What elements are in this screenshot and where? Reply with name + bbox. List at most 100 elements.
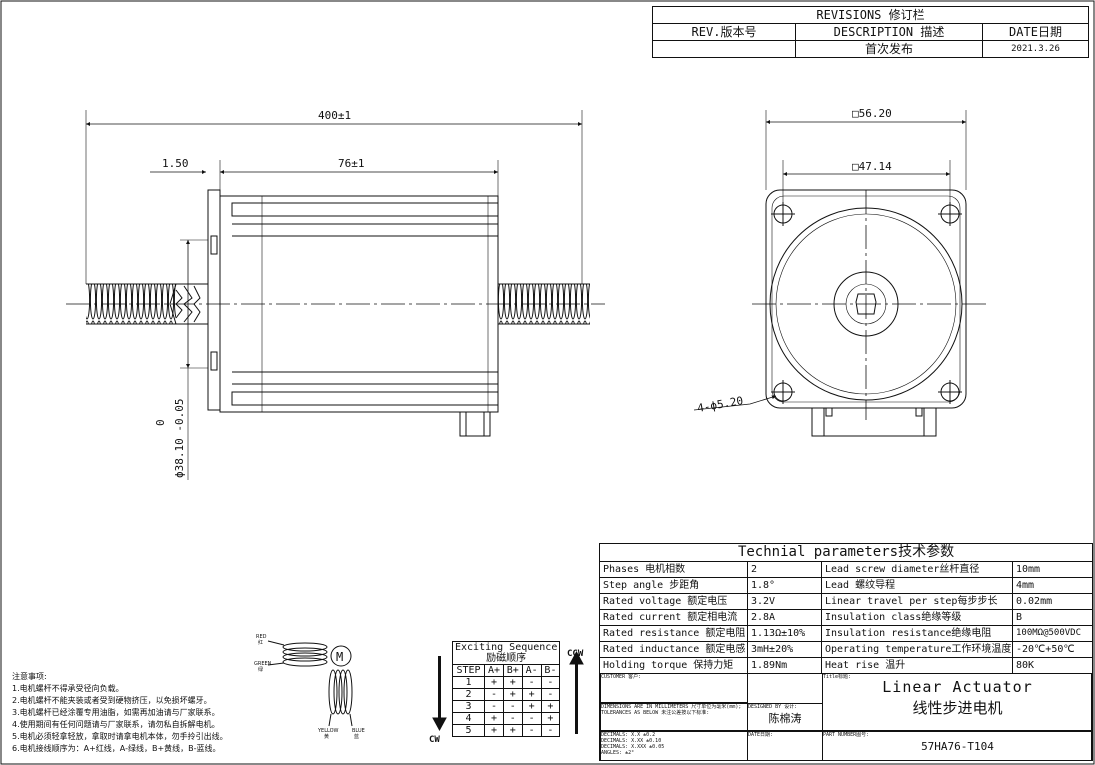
- dim-flange-thickness: 1.50: [162, 157, 189, 170]
- date-cell: 2021.3.26: [982, 40, 1089, 58]
- param-label: Lead 螺纹导程: [821, 577, 1013, 594]
- wire-blue-label: BLUE: [352, 728, 365, 734]
- notes: 注意事项: 1.电机螺杆不得承受径向负载。 2.电机螺杆不能夹装或者受到硬物挤压…: [12, 671, 228, 755]
- body-rib-bottom: [231, 391, 499, 406]
- table-row: Phases 电机相数 2 Lead screw diameter丝杆直径 10…: [599, 561, 1094, 578]
- flange: [207, 189, 221, 411]
- sequence-arrows: [432, 650, 584, 734]
- param-label: Rated inductance 额定电感: [599, 641, 748, 658]
- wire-green-label: GREEN: [254, 661, 272, 667]
- tolerance-note-cell: DIMENSIONS ARE IN MILLIMETERS 尺寸单位为毫米(mm…: [600, 703, 748, 731]
- seq-cell: +: [540, 712, 561, 725]
- parameters-title: Technial parameters技术参数: [598, 543, 1094, 562]
- revisions-title: REVISIONS 修订栏: [652, 6, 1089, 24]
- dim-mount-holes: 4-ϕ5.20: [696, 394, 744, 415]
- title-cn: 线性步进电机: [912, 699, 1003, 717]
- param-label: Insulation resistance绝缘电阻: [821, 625, 1013, 642]
- front-boss-circle: [769, 207, 963, 401]
- dim-pilot-diameter: ϕ38.10 -0.05: [173, 399, 186, 478]
- cw-label: CW: [429, 735, 440, 745]
- title-en: Linear Actuator: [882, 678, 1033, 696]
- param-value: 10mm: [1011, 561, 1094, 578]
- seq-cell: 5: [451, 724, 486, 737]
- front-connector: [811, 407, 937, 437]
- param-value: 100MΩ@500VDC: [1011, 625, 1094, 642]
- seq-cell: -: [540, 676, 561, 689]
- sequence-title-en: Exciting Sequence: [451, 641, 561, 653]
- dim-pilot-tolerance-upper: 0: [154, 419, 167, 426]
- param-label: Rated voltage 额定电压: [599, 593, 748, 610]
- wiring-diagram: [267, 640, 353, 727]
- wire-green-cn: 绿: [258, 666, 263, 673]
- tolerance-line: ANGLES: ±2°: [601, 750, 635, 756]
- param-label: Operating temperature工作环境温度: [821, 641, 1013, 658]
- flange-slot-bottom: [210, 351, 218, 371]
- param-label: Rated current 额定相电流: [599, 609, 748, 626]
- part-label: PART NUMBER图号:: [823, 732, 870, 738]
- part-number-cell: PART NUMBER图号: 57HA76-T104: [822, 731, 1093, 761]
- seq-header: B+: [502, 664, 523, 677]
- wire-yellow-cn: 黄: [324, 733, 329, 740]
- connector: [459, 411, 491, 437]
- table-row: 1 + + - -: [451, 676, 561, 689]
- motor-symbol: [330, 645, 352, 667]
- dim-outer-square: □56.20: [852, 107, 892, 120]
- seq-cell: 1: [451, 676, 486, 689]
- seq-cell: +: [484, 676, 504, 689]
- dim-body-length: 76±1: [338, 157, 365, 170]
- title-label: Title标题:: [823, 674, 852, 680]
- param-value: -20℃+50℃: [1011, 641, 1094, 658]
- note-item: 4.使用期间有任何问题请与厂家联系，请勿私自拆解电机。: [12, 720, 220, 729]
- seq-cell: -: [521, 712, 542, 725]
- seq-header: B-: [540, 664, 561, 677]
- rev-cell: [652, 40, 796, 58]
- ccw-arrow-icon: [569, 650, 584, 665]
- title-block: CUSTOMER 客户: DIMENSIONS ARE IN MILLIMETE…: [599, 673, 1093, 761]
- param-value: 1.8°: [747, 577, 822, 594]
- param-label: Lead screw diameter丝杆直径: [821, 561, 1013, 578]
- tolerance-line: DECIMALS: X.XX ±0.10: [601, 738, 662, 744]
- seq-cell: 3: [451, 700, 486, 713]
- front-hub: [833, 271, 899, 337]
- param-label: Phases 电机相数: [599, 561, 748, 578]
- seq-cell: +: [540, 700, 561, 713]
- coil-b: [328, 669, 353, 727]
- nut-section: [169, 283, 209, 325]
- dim-total-length: 400±1: [318, 109, 351, 122]
- body-rib-top: [231, 202, 499, 217]
- seq-cell: +: [502, 688, 523, 701]
- note-item: 5.电机必须轻拿轻放，拿取时请拿电机本体，勿手拎引出线。: [12, 732, 228, 741]
- seq-cell: +: [521, 700, 542, 713]
- description-header: DESCRIPTION 描述: [795, 23, 983, 41]
- seq-cell: +: [521, 688, 542, 701]
- table-row: Step angle 步距角 1.8° Lead 螺纹导程 4mm: [599, 577, 1094, 594]
- table-row: Rated voltage 额定电压 3.2V Linear travel pe…: [599, 593, 1094, 610]
- param-label: Insulation class绝缘等级: [821, 609, 1013, 626]
- param-value: 0.02mm: [1011, 593, 1094, 610]
- note-item: 3.电机螺杆已经涂覆专用油脂，如需再加油请与厂家联系。: [12, 708, 220, 717]
- param-value: 2: [747, 561, 822, 578]
- seq-header: A-: [521, 664, 542, 677]
- param-value: 2.8A: [747, 609, 822, 626]
- right-screw-thread: [498, 284, 590, 324]
- tolerance-note: DIMENSIONS ARE IN MILLIMETERS 尺寸单位为毫米(mm…: [601, 704, 742, 716]
- dim-hole-pitch: □47.14: [852, 160, 892, 173]
- seq-cell: 4: [451, 712, 486, 725]
- designer-cell: DESIGNED BY 设计: 陈棉涛: [747, 703, 823, 731]
- seq-cell: +: [484, 712, 504, 725]
- table-row: 3 - - + +: [451, 700, 561, 713]
- wire-yellow-label: YELLOW: [317, 728, 339, 734]
- front-nut: [855, 293, 877, 315]
- motor-symbol-label: M: [336, 650, 343, 664]
- cw-arrow-icon: [432, 717, 447, 732]
- table-row: Rated current 额定相电流 2.8A Insulation clas…: [599, 609, 1094, 626]
- seq-cell: +: [484, 724, 504, 737]
- tolerance-cell: DECIMALS: X.X ±0.2 DECIMALS: X.XX ±0.10 …: [600, 731, 748, 761]
- description-cell: 首次发布: [795, 40, 983, 58]
- wire-red-cn: 红: [258, 639, 263, 646]
- date-header: DATE日期: [982, 23, 1089, 41]
- table-row: 5 + + - -: [451, 724, 561, 737]
